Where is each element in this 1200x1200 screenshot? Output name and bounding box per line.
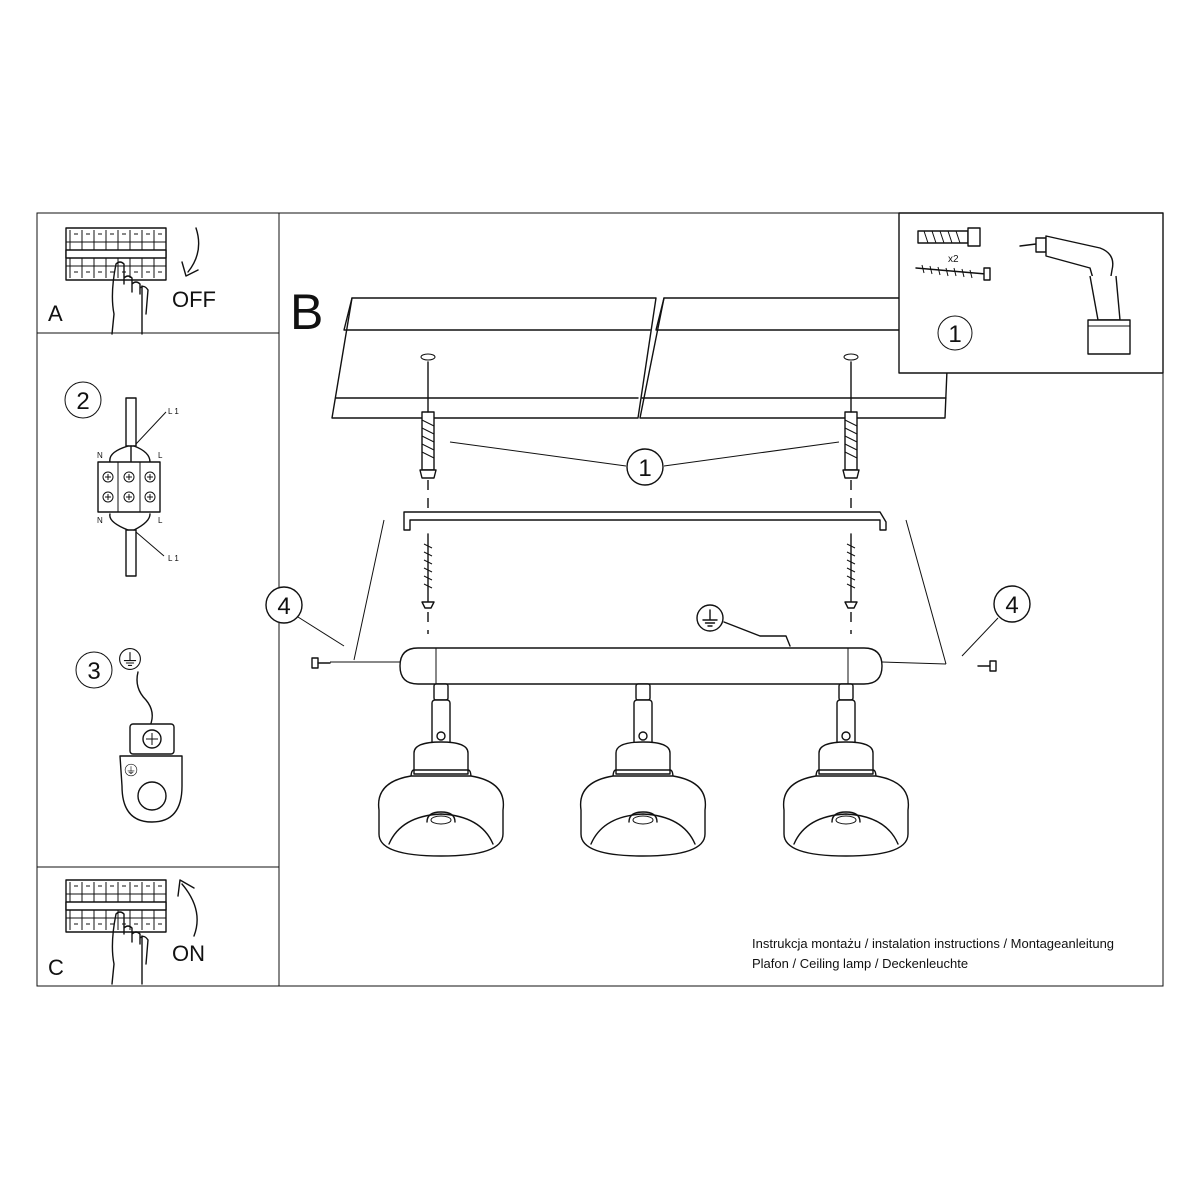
earth-symbol-icon <box>119 648 141 670</box>
mounting-bracket <box>353 511 947 665</box>
spotlight-center <box>579 683 707 857</box>
step-2-wiring: 2 N L N L L 1 L 1 <box>64 381 179 577</box>
drill-icon <box>1019 235 1131 355</box>
panel-c-switch-on: C ON <box>48 879 205 985</box>
terminal-block-icon <box>97 461 161 513</box>
step-4-callout-left: 4 <box>265 586 345 647</box>
earth-wire <box>696 604 791 647</box>
caption-line-2: Plafon / Ceiling lamp / Deckenleuchte <box>752 956 969 971</box>
wire-l1-bottom-label: L 1 <box>168 554 179 563</box>
panel-a-off-label: OFF <box>172 287 216 312</box>
screw-icon <box>915 264 991 281</box>
step-4-callout-right: 4 <box>961 585 1031 657</box>
screw-left <box>421 533 435 609</box>
circuit-breaker-icon <box>65 879 167 933</box>
step-3-number: 3 <box>87 658 100 685</box>
panel-a-switch-off: A OFF <box>48 227 216 335</box>
wire-n-top-label: N <box>97 451 103 460</box>
lamp-canopy <box>311 647 997 685</box>
spotlight-left <box>377 683 505 857</box>
spotlight-right <box>782 683 910 857</box>
kit-step-number: 1 <box>948 321 961 348</box>
arrow-up-icon <box>177 879 198 937</box>
outer-frame <box>36 212 1164 987</box>
step-3-earth: 3 <box>75 648 183 823</box>
step-1-number: 1 <box>638 455 651 482</box>
wire-l-top-label: L <box>158 451 163 460</box>
ceiling <box>331 297 951 419</box>
step-4-number-left: 4 <box>277 593 290 620</box>
screw-right <box>844 533 858 609</box>
circuit-breaker-icon <box>65 227 167 281</box>
fixings <box>419 353 860 634</box>
wire-l1-top-label: L 1 <box>168 407 179 416</box>
side-screw-right <box>977 660 997 672</box>
earth-symbol-icon <box>696 604 724 632</box>
tools-inset: x2 1 <box>898 212 1164 374</box>
side-screw-left <box>311 657 331 669</box>
wall-plug-icon <box>917 227 981 247</box>
panel-c-on-label: ON <box>172 941 205 966</box>
step-1-callout: 1 <box>449 441 840 486</box>
panel-a-letter: A <box>48 301 63 326</box>
step-2-number: 2 <box>76 388 89 415</box>
instructions-caption: Instrukcja montażu / instalation instruc… <box>752 934 1172 974</box>
wire-l-bottom-label: L <box>158 516 163 525</box>
kit-quantity-label: x2 <box>948 254 959 265</box>
panel-c-letter: C <box>48 955 64 980</box>
wire-n-bottom-label: N <box>97 516 103 525</box>
arrow-down-icon <box>181 227 200 277</box>
step-4-number-right: 4 <box>1005 592 1018 619</box>
panel-b-letter: B <box>290 284 323 340</box>
caption-line-1: Instrukcja montażu / instalation instruc… <box>752 936 1115 951</box>
